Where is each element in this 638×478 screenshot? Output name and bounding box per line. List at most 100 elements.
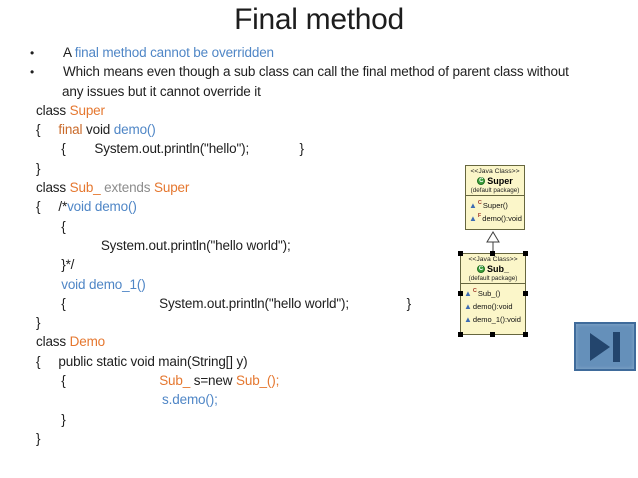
- code-line: }: [28, 313, 628, 332]
- uml-member-row: ▲demo():void: [464, 300, 524, 313]
- selection-handle[interactable]: [490, 251, 495, 256]
- text-segment: void demo_1(): [61, 276, 146, 292]
- selection-handle[interactable]: [458, 332, 463, 337]
- text-segment: System.out.println("hello world");: [36, 237, 291, 253]
- uml-class-name: Super: [487, 176, 513, 186]
- code-line: void demo_1(): [28, 275, 628, 294]
- text-segment: Which means even though a sub class can …: [63, 64, 569, 80]
- code-line: { Sub_ s=new Sub_();: [28, 371, 628, 390]
- code-line: }: [28, 410, 628, 429]
- uml-member-label: Super(): [482, 201, 508, 210]
- text-segment: class: [36, 102, 70, 118]
- code-line: { System.out.println("hello world"); }: [28, 294, 628, 313]
- package-method-triangle-icon: ▲: [469, 200, 477, 210]
- package-method-triangle-icon: ▲: [469, 213, 477, 223]
- text-segment: }: [36, 315, 41, 331]
- uml-member-label: demo_1():void: [472, 315, 521, 324]
- selection-handle[interactable]: [523, 251, 528, 256]
- uml-member-row: ▲demo_1():void: [464, 313, 524, 326]
- text-segment: extends: [100, 180, 154, 196]
- uml-stereotype: <<Java Class>>: [470, 168, 520, 175]
- selection-handle[interactable]: [523, 291, 528, 296]
- uml-class-header: <<Java Class>> C Sub_ (default package): [461, 254, 525, 284]
- selection-handle[interactable]: [458, 291, 463, 296]
- code-line: { System.out.println("hello"); }: [28, 139, 628, 158]
- text-segment: s.demo();: [162, 392, 218, 408]
- text-segment: Sub_();: [235, 373, 280, 389]
- uml-class-header: <<Java Class>> C Super (default package): [466, 166, 524, 196]
- code-line: }: [28, 159, 628, 178]
- text-segment: final method cannot be overridden: [74, 45, 274, 60]
- text-segment: Super: [69, 102, 105, 118]
- uml-package: (default package): [468, 275, 518, 282]
- text-segment: Sub_: [159, 373, 191, 389]
- text-segment: {: [36, 122, 59, 138]
- code-line: }: [28, 429, 628, 448]
- text-segment: Demo: [69, 334, 106, 350]
- code-line: class Super: [28, 101, 628, 120]
- code-line: s.demo();: [28, 390, 628, 409]
- text-segment: { /*: [36, 199, 68, 215]
- selection-handle[interactable]: [523, 332, 528, 337]
- package-method-triangle-icon: ▲: [464, 301, 472, 311]
- uml-class-name-row: C Super: [466, 176, 524, 186]
- bullet-line: • Which means even though a sub class can…: [28, 62, 628, 81]
- text-segment: { System.out.println("hello"); }: [36, 141, 304, 157]
- text-segment: }: [36, 430, 41, 446]
- uml-package: (default package): [470, 187, 520, 194]
- text-segment: { System.out.println("hello world"); }: [36, 295, 411, 311]
- uml-class-sub: <<Java Class>> C Sub_ (default package) …: [458, 251, 528, 337]
- text-segment: class: [36, 180, 70, 196]
- text-segment: {: [36, 218, 66, 234]
- text-segment: class: [36, 334, 70, 350]
- uml-member-label: Sub_(): [477, 289, 501, 298]
- text-segment: void demo(): [67, 199, 137, 215]
- code-line: {: [28, 217, 628, 236]
- package-method-triangle-icon: ▲: [464, 288, 472, 298]
- text-segment: { public static void main(String[] y): [36, 353, 248, 369]
- text-segment: Sub_: [69, 180, 101, 196]
- bullet-line: any issues but it cannot override it: [28, 82, 628, 101]
- bullet-icon: •: [30, 65, 35, 80]
- member-adornment: C: [477, 199, 482, 206]
- code-line: { final void demo(): [28, 120, 628, 139]
- code-line: class Demo: [28, 332, 628, 351]
- text-segment: demo(): [113, 122, 156, 138]
- text-segment: }*/: [36, 257, 75, 273]
- content-lines: • A final method cannot be overridden • Whi…: [28, 43, 628, 448]
- code-line: }*/: [28, 255, 628, 274]
- uml-stereotype: <<Java Class>>: [468, 256, 518, 263]
- code-line: class Sub_ extends Super: [28, 178, 628, 197]
- bullet-line: • A final method cannot be overridden: [28, 43, 628, 62]
- selection-handle[interactable]: [490, 332, 495, 337]
- selection-handle[interactable]: [458, 251, 463, 256]
- member-adornment: C: [472, 287, 477, 294]
- text-segment: A: [63, 45, 75, 60]
- text-segment: void: [82, 122, 114, 138]
- text-segment: Super: [153, 180, 190, 196]
- bullet-icon: •: [30, 46, 35, 60]
- uml-class-super: <<Java Class>> C Super (default package)…: [465, 165, 525, 230]
- code-line: System.out.println("hello world");: [28, 236, 628, 255]
- page-title: Final method: [234, 3, 404, 36]
- next-slide-button[interactable]: [574, 322, 636, 371]
- text-segment: s=new: [190, 373, 236, 389]
- class-icon: C: [476, 265, 485, 273]
- text-segment: }: [36, 411, 66, 427]
- code-line: { /*void demo(): [28, 197, 628, 216]
- text-segment: final: [58, 122, 83, 138]
- text-segment: any issues but it cannot override it: [62, 83, 261, 99]
- text-segment: [36, 392, 162, 407]
- text-segment: {: [36, 373, 160, 389]
- skip-forward-icon: [590, 332, 610, 361]
- text-segment: }: [36, 160, 41, 176]
- member-adornment: F: [477, 212, 482, 219]
- uml-class-name-row: C Sub_: [461, 264, 525, 274]
- class-icon: C: [477, 177, 486, 185]
- code-line: { public static void main(String[] y): [28, 352, 628, 371]
